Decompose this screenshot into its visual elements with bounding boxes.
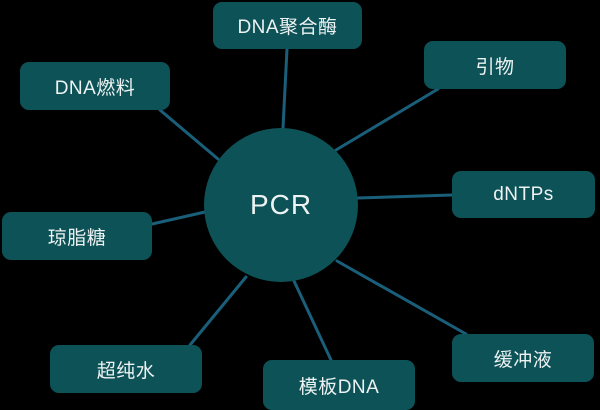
- mind-map-node[interactable]: dNTPs: [452, 171, 595, 218]
- center-node-pcr[interactable]: PCR: [204, 128, 358, 282]
- mind-map-node-label: 缓冲液: [493, 349, 553, 371]
- mind-map-node-label: 引物: [475, 56, 515, 78]
- mind-map-node[interactable]: DNA聚合酶: [213, 2, 362, 49]
- mind-map-node-label: 模板DNA: [298, 376, 380, 398]
- mind-map-node[interactable]: 超纯水: [50, 345, 202, 393]
- mind-map-node[interactable]: 模板DNA: [263, 360, 415, 410]
- mind-map-node-label: 琼脂糖: [47, 227, 107, 249]
- mind-map-node-label: 超纯水: [96, 360, 156, 382]
- mind-map-node-label: DNA燃料: [54, 77, 136, 99]
- connector-line: [158, 108, 220, 161]
- mind-map-node-label: dNTPs: [493, 183, 554, 205]
- mind-map-node[interactable]: 引物: [424, 41, 566, 89]
- connector-line: [335, 259, 468, 336]
- mind-map-node-label: DNA聚合酶: [237, 17, 338, 38]
- connector-line: [334, 87, 440, 152]
- mind-map-node[interactable]: DNA燃料: [20, 62, 170, 110]
- connector-line: [188, 275, 248, 347]
- connector-line: [356, 193, 454, 200]
- connector-line: [281, 47, 289, 130]
- mind-map-node[interactable]: 琼脂糖: [2, 212, 152, 260]
- connector-line: [292, 279, 333, 362]
- mind-map-node[interactable]: 缓冲液: [452, 334, 594, 382]
- center-node-label: PCR: [249, 189, 313, 220]
- connector-line: [150, 210, 207, 226]
